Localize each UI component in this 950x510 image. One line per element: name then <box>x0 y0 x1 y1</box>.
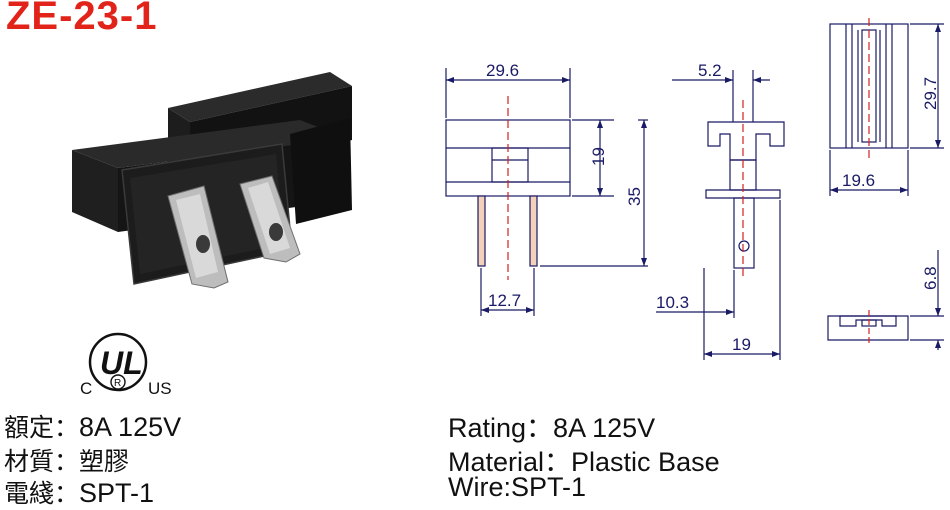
spec-cn-rating: 額定：8A 125V <box>4 408 181 444</box>
spec-en-rating-value: 8A 125V <box>553 413 656 443</box>
spec-en-wire-label: Wire: <box>448 472 511 502</box>
top-view <box>829 18 944 196</box>
dim-base-height: 19 <box>589 147 608 166</box>
spec-en-wire: Wire:SPT-1 <box>448 472 586 503</box>
dim-side-top: 5.2 <box>698 61 722 80</box>
dim-pin-spacing: 12.7 <box>488 291 521 310</box>
spec-en-rating-label: Rating： <box>448 413 554 443</box>
ul-c-text: C <box>80 379 92 398</box>
dim-top-width: 19.6 <box>842 171 875 190</box>
side-view <box>656 70 785 360</box>
spec-cn-material: 材質：塑膠 <box>4 442 129 478</box>
spec-en-material-label: Material： <box>448 447 572 477</box>
front-view <box>445 68 648 316</box>
spec-cn-material-value: 塑膠 <box>79 447 130 476</box>
dim-top-height: 29.7 <box>921 77 940 110</box>
spec-en-material-value: Plastic Base <box>571 447 720 477</box>
dim-side-width: 19 <box>732 335 751 354</box>
spec-cn-rating-value: 8A 125V <box>79 412 182 442</box>
spec-en-wire-value: SPT-1 <box>511 472 587 502</box>
spec-cn-wire-value: SPT-1 <box>79 478 155 508</box>
dim-bottom-height: 6.8 <box>921 266 940 290</box>
bottom-view <box>827 250 944 350</box>
spec-cn-rating-label: 額定： <box>4 413 80 442</box>
spec-cn-wire-label: 電綫： <box>4 479 80 508</box>
product-photo <box>72 72 352 289</box>
spec-en-material: Material：Plastic Base <box>448 440 720 479</box>
dim-front-width: 29.6 <box>486 61 519 80</box>
dim-total-height: 35 <box>625 187 644 206</box>
product-title: ZE-23-1 <box>6 0 158 38</box>
ul-certification-logo: UL R C US <box>80 332 172 398</box>
spec-cn-material-label: 材質： <box>4 447 80 476</box>
dim-side-pin: 10.3 <box>656 293 689 312</box>
spec-en-rating: Rating：8A 125V <box>448 406 655 445</box>
ul-text: UL <box>100 345 143 381</box>
ul-us-text: US <box>148 379 172 398</box>
spec-cn-wire: 電綫：SPT-1 <box>4 474 154 510</box>
registered-mark: R <box>114 378 121 389</box>
